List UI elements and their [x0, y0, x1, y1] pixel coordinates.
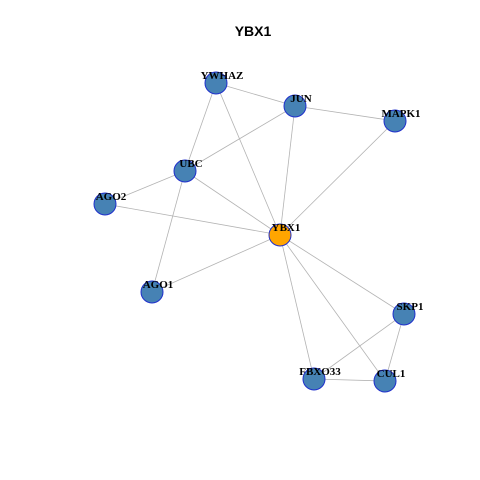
diagram-title: YBX1 — [235, 23, 272, 39]
edge-ybx1-skp1 — [279, 234, 405, 315]
edge-ago2-ybx1 — [104, 203, 281, 236]
node-circle-jun — [283, 94, 307, 118]
edge-ywhaz-ubc — [184, 82, 217, 172]
edge-mapk1-ybx1 — [279, 120, 396, 236]
node-mapk1: MAPK1 — [381, 108, 421, 133]
node-cul1: CUL1 — [373, 368, 406, 393]
node-ubc: UBC — [173, 158, 203, 183]
node-fbxo33: FBXO33 — [299, 366, 341, 391]
edge-skp1-fbxo33 — [313, 313, 405, 380]
node-circle-ago2 — [93, 192, 117, 216]
node-label-fbxo33: FBXO33 — [299, 366, 341, 378]
edge-ubc-ago2 — [104, 170, 186, 205]
node-circle-mapk1 — [383, 109, 407, 133]
node-label-ybx1: YBX1 — [272, 222, 301, 234]
node-label-ywhaz: YWHAZ — [201, 70, 244, 82]
node-circle-ago1 — [140, 280, 164, 304]
edge-jun-ubc — [184, 105, 296, 172]
node-jun: JUN — [283, 93, 312, 118]
edge-skp1-cul1 — [384, 313, 405, 382]
edge-ybx1-cul1 — [279, 234, 386, 382]
node-circle-ybx1 — [268, 223, 292, 247]
edge-ywhaz-jun — [215, 82, 296, 107]
edge-jun-mapk1 — [294, 105, 396, 122]
node-label-ago1: AGO1 — [143, 279, 174, 291]
edge-ago1-ybx1 — [151, 234, 281, 293]
edge-ubc-ago1 — [151, 170, 186, 293]
node-label-ago2: AGO2 — [96, 191, 127, 203]
node-label-jun: JUN — [290, 93, 311, 105]
node-ago1: AGO1 — [140, 279, 174, 304]
node-circle-cul1 — [373, 369, 397, 393]
node-label-mapk1: MAPK1 — [381, 108, 420, 120]
node-circle-fbxo33 — [302, 367, 326, 391]
edge-ybx1-fbxo33 — [279, 234, 315, 380]
node-label-cul1: CUL1 — [377, 368, 406, 380]
node-ago2: AGO2 — [93, 191, 127, 216]
node-ybx1: YBX1 — [268, 222, 301, 247]
edge-ywhaz-ybx1 — [215, 82, 281, 236]
node-label-skp1: SKP1 — [397, 301, 424, 313]
node-ywhaz: YWHAZ — [201, 70, 244, 95]
node-label-ubc: UBC — [179, 158, 202, 170]
edge-fbxo33-cul1 — [313, 378, 386, 382]
node-circle-ubc — [173, 159, 197, 183]
edge-ubc-ybx1 — [184, 170, 281, 236]
edge-jun-ybx1 — [279, 105, 296, 236]
node-circle-skp1 — [392, 302, 416, 326]
node-skp1: SKP1 — [392, 301, 424, 326]
node-circle-ywhaz — [204, 71, 228, 95]
edges-layer — [104, 82, 405, 382]
